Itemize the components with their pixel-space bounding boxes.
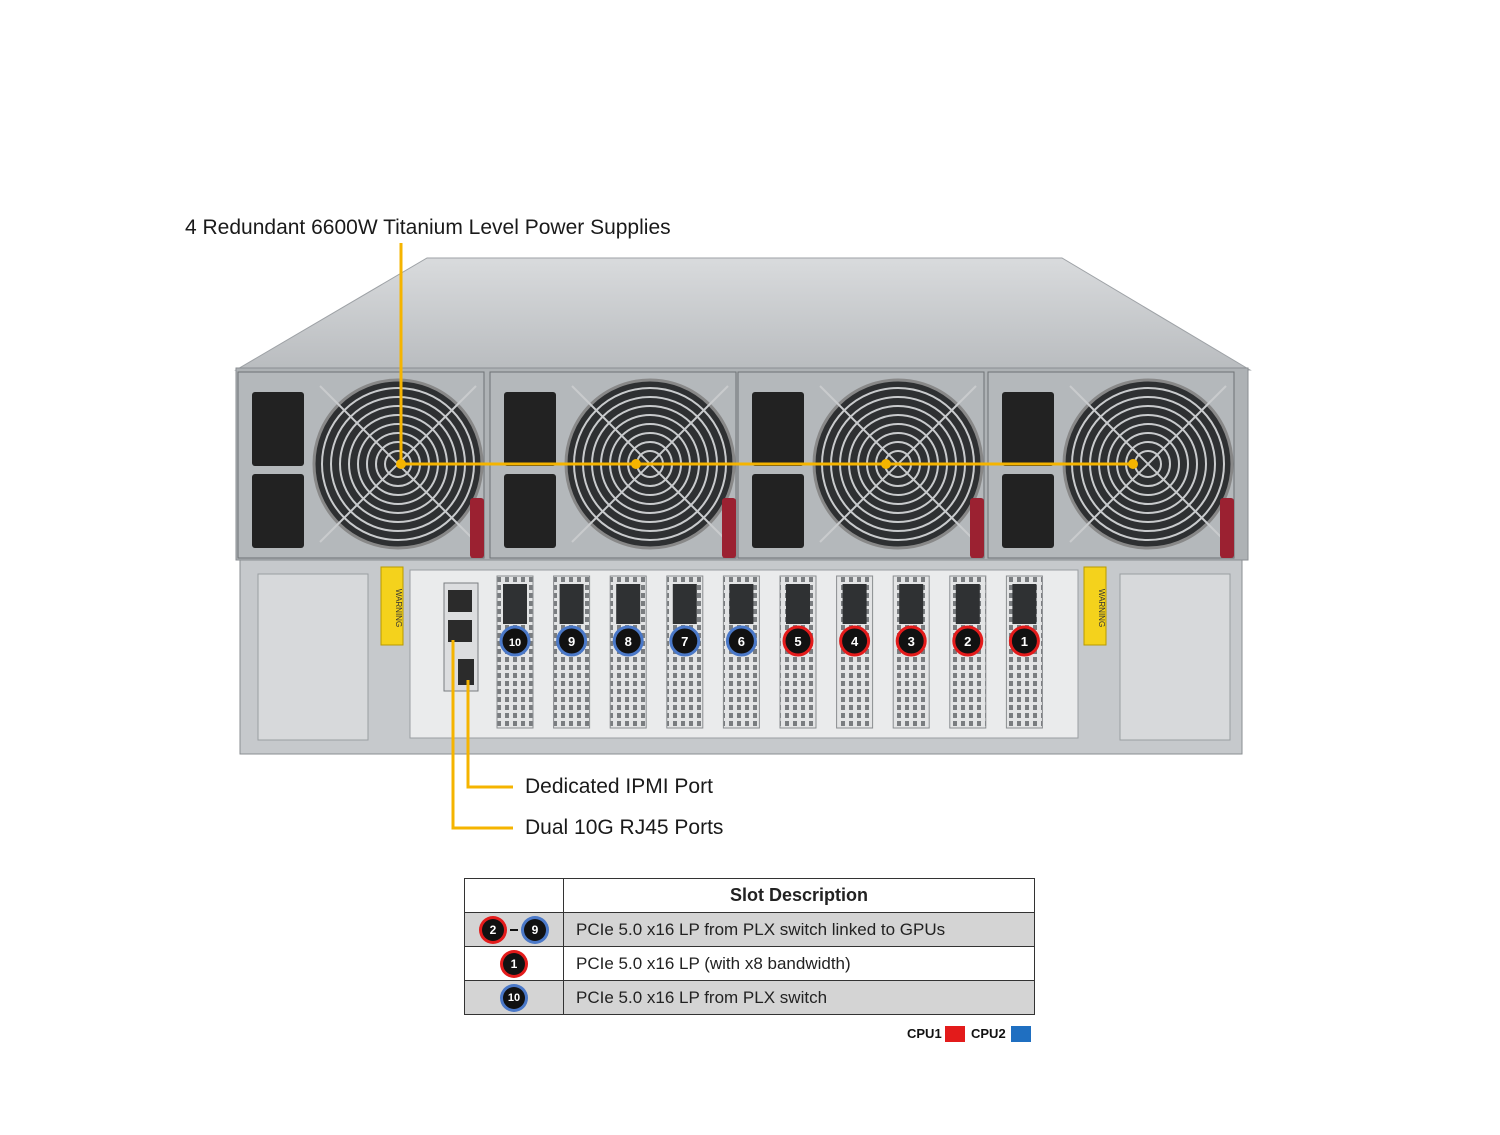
rj45-ports-callout: Dual 10G RJ45 Ports	[525, 816, 724, 839]
fan-spoke	[1069, 385, 1227, 543]
power-inlet	[504, 392, 556, 466]
slot-badge-9	[556, 625, 588, 657]
power-inlet	[752, 392, 804, 466]
ipmi-port-callout: Dedicated IPMI Port	[525, 775, 713, 798]
slot-badge-4	[839, 625, 871, 657]
left-warning-strip	[380, 566, 404, 646]
pcie-port	[729, 584, 754, 624]
slot-badge-8	[612, 625, 644, 657]
slot-badge-10	[499, 625, 531, 657]
right-blank-panel	[1119, 573, 1231, 741]
left-blank-panel	[257, 573, 369, 741]
pcie-port	[1012, 584, 1037, 624]
table-row: 10 PCIe 5.0 x16 LP from PLX switch	[464, 980, 1035, 1015]
slot-number-4: 4	[851, 634, 859, 649]
slot-number-7: 7	[681, 634, 688, 649]
pcie-port	[559, 584, 584, 624]
psu-release-handle	[722, 498, 736, 558]
table-row: 1 PCIe 5.0 x16 LP (with x8 bandwidth)	[464, 946, 1035, 981]
rj45-port-1	[448, 590, 472, 612]
pcie-port	[786, 584, 810, 624]
pcie-port	[899, 584, 924, 624]
psu-release-handle	[970, 498, 984, 558]
slot-badge-3	[895, 625, 927, 657]
right-warning-text: WARNING	[1097, 589, 1106, 627]
psu-release-handle	[1220, 498, 1234, 558]
slot-badge-6	[725, 625, 757, 657]
rj45-port-2	[448, 620, 472, 642]
slot-description: PCIe 5.0 x16 LP from PLX switch linked t…	[563, 912, 1035, 947]
slot-badge-1: 1	[503, 952, 525, 975]
pcie-port	[955, 584, 980, 624]
legend-cpu1-swatch	[945, 1026, 965, 1042]
psu-release-handle	[470, 498, 484, 558]
psu-callout-dots	[396, 459, 1138, 469]
slot-number-1: 1	[1021, 634, 1028, 649]
slot-badge-5	[782, 625, 814, 657]
pcie-port	[616, 584, 641, 624]
left-warning-text: WARNING	[394, 589, 403, 627]
power-inlet	[752, 474, 804, 548]
chassis-top	[234, 257, 1252, 371]
slot-number-9: 9	[568, 634, 575, 649]
table-header: Slot Description	[563, 878, 1035, 913]
slot-badge-2: 2	[482, 918, 504, 941]
range-dash	[510, 928, 518, 931]
slot-badge-7	[669, 625, 701, 657]
pcie-port	[503, 584, 527, 624]
legend-cpu2-label: CPU2	[971, 1026, 1006, 1041]
ipmi-callout-line	[466, 680, 513, 789]
slot-badge-10: 10	[503, 986, 525, 1009]
legend-cpu1-label: CPU1	[907, 1026, 942, 1041]
pcie-port	[672, 584, 697, 624]
right-warning-strip	[1083, 566, 1107, 646]
ipmi-port	[458, 659, 474, 685]
pcie-slot-brackets: 10 9 8 7 6 5 4 3 2 1	[496, 575, 1043, 729]
power-inlet	[252, 474, 304, 548]
slot-number-5: 5	[794, 634, 801, 649]
rj45-callout-line	[451, 640, 513, 830]
slot-number-8: 8	[625, 634, 632, 649]
table-corner	[464, 878, 564, 913]
slot-badge-2	[952, 625, 984, 657]
pcie-port	[842, 584, 867, 624]
legend-cpu2-swatch	[1011, 1026, 1031, 1042]
slot-badge-1	[1008, 625, 1040, 657]
slot-number-10: 10	[509, 637, 521, 649]
power-inlet	[1002, 474, 1054, 548]
power-supplies-callout: 4 Redundant 6600W Titanium Level Power S…	[185, 216, 671, 239]
slot-number-2: 2	[964, 634, 971, 649]
power-inlet	[504, 474, 556, 548]
slot-badge-9: 9	[524, 918, 546, 941]
slot-number-3: 3	[908, 634, 915, 649]
slot-description: PCIe 5.0 x16 LP from PLX switch	[563, 980, 1035, 1015]
power-inlet	[252, 392, 304, 466]
power-inlet	[1002, 392, 1054, 466]
slot-number-6: 6	[738, 634, 745, 649]
slot-description: PCIe 5.0 x16 LP (with x8 bandwidth)	[563, 946, 1035, 981]
